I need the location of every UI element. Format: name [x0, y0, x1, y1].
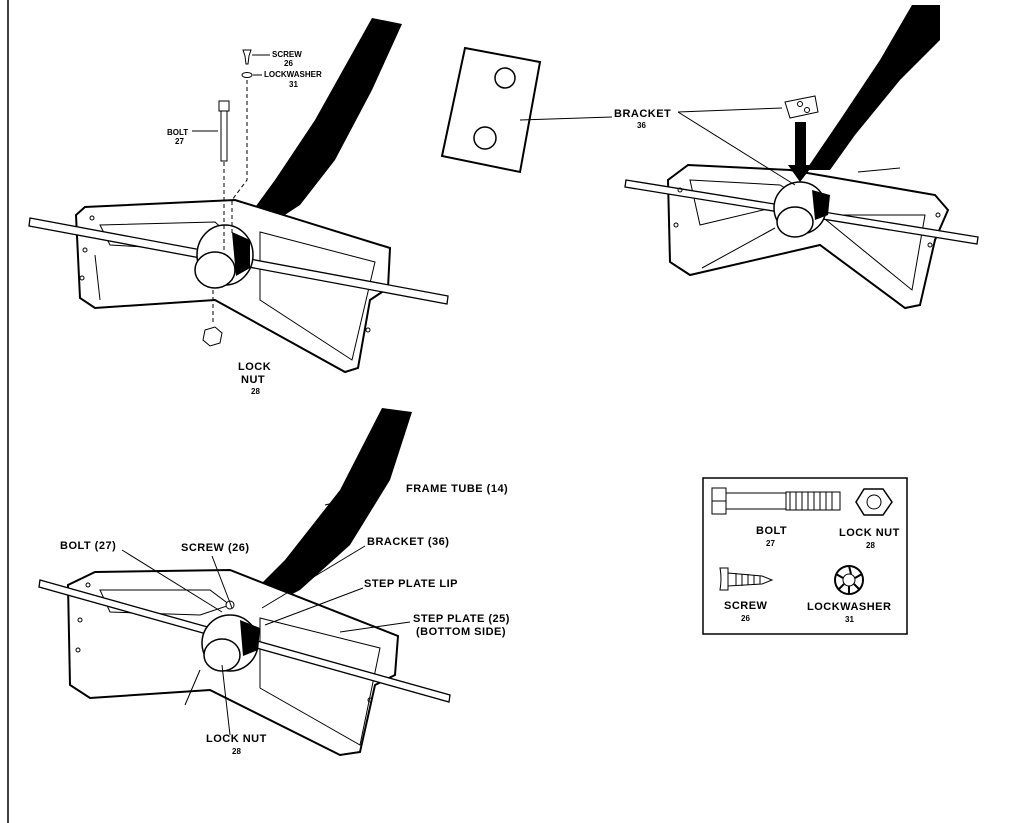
bottom-side-label: (BOTTOM SIDE) — [416, 626, 506, 638]
step-plate-edge — [94, 254, 101, 301]
bolt-label: BOLT — [167, 128, 188, 137]
key-bolt-number: 27 — [766, 539, 775, 548]
lockwasher-icon — [241, 72, 253, 78]
bolt-shank — [220, 110, 228, 162]
hub-face — [194, 251, 236, 289]
lock-nut-icon — [202, 326, 223, 347]
key-lockwasher-label: LOCKWASHER — [807, 601, 891, 613]
hub-face — [776, 206, 814, 238]
lockwasher-label: LOCKWASHER — [264, 70, 322, 79]
key-lock-nut-label: LOCK NUT — [839, 527, 900, 539]
lock-nut-number: 28 — [232, 747, 241, 756]
lock-nut-icon — [855, 488, 893, 516]
frame-tube — [240, 18, 402, 230]
lock-nut-label: LOCK NUT — [206, 733, 267, 745]
bracket-small — [784, 95, 819, 119]
frame-tube-label: FRAME TUBE (14) — [406, 483, 508, 495]
screw-icon — [719, 567, 774, 591]
bracket-plate — [440, 46, 542, 174]
lock-label: LOCK — [238, 361, 271, 373]
frame-tube — [806, 5, 940, 170]
step-plate-inner-right — [259, 231, 376, 361]
screw-label: SCREW (26) — [181, 542, 250, 554]
bottom-left-installed-view: FRAME TUBE (14) BRACKET (36) BOLT (27) S… — [38, 408, 510, 757]
hub-face — [203, 638, 241, 672]
bracket-detail — [440, 46, 613, 174]
bolt-head — [218, 100, 230, 112]
bracket-label: BRACKET — [614, 108, 671, 120]
parts-key: BOLT 27 LOCK NUT 28 SCREW 26 LOCKWASHER … — [702, 477, 908, 635]
top-right-assembled-view: BRACKET 36 — [614, 5, 979, 310]
step-plate-label: STEP PLATE (25) — [413, 613, 510, 625]
nut-number: 28 — [251, 387, 260, 396]
bolt-icon — [711, 487, 841, 515]
key-screw-label: SCREW — [724, 600, 768, 612]
frame-tube — [240, 408, 412, 610]
key-lock-nut-number: 28 — [866, 541, 875, 550]
key-lockwasher-number: 31 — [845, 615, 854, 624]
bracket-hole-bottom — [473, 126, 497, 150]
nut-label: NUT — [241, 374, 265, 386]
screw-icon — [242, 49, 252, 65]
screw-number: 26 — [284, 59, 293, 68]
bolt-label: BOLT (27) — [60, 540, 116, 552]
bracket-hole-top — [494, 67, 516, 89]
key-bolt-label: BOLT — [756, 525, 787, 537]
screw-label: SCREW — [272, 50, 302, 59]
hub-shadow — [232, 232, 250, 276]
bracket-label: BRACKET (36) — [367, 536, 449, 548]
bolt-number: 27 — [175, 137, 184, 146]
lockwasher-icon — [834, 565, 864, 595]
lockwasher-number: 31 — [289, 80, 298, 89]
bracket-number: 36 — [637, 121, 646, 130]
down-arrow-icon — [795, 122, 806, 167]
top-left-exploded-view: SCREW 26 LOCKWASHER 31 BOLT 27 LOCK NUT … — [28, 18, 449, 396]
key-screw-number: 26 — [741, 614, 750, 623]
step-plate-lip-label: STEP PLATE LIP — [364, 578, 458, 590]
